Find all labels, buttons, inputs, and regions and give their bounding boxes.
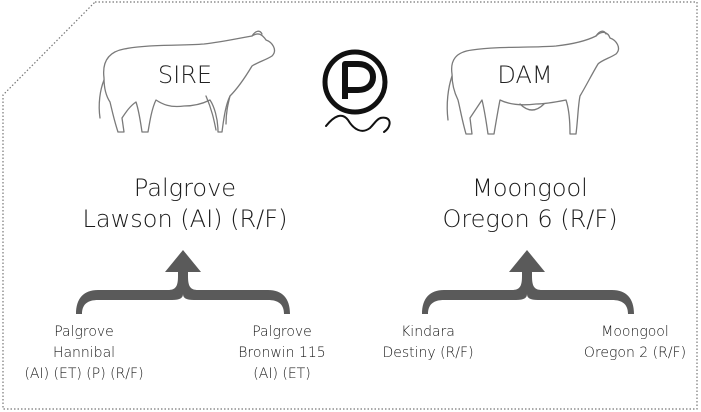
dam-sire-line: Destiny (R/F) [382, 345, 474, 361]
dam-dam-line: Moongool [601, 324, 669, 340]
dam-name-line: Oregon 6 (R/F) [442, 205, 618, 233]
bull-icon [98, 30, 276, 133]
sire-name-line: Palgrove [133, 174, 237, 202]
dam-name-line: Moongool [472, 174, 588, 202]
sire-dam-line: (AI) (ET) [253, 366, 311, 382]
sire-sire-line: (AI) (ET) (P) (R/F) [24, 366, 144, 382]
cow-icon [446, 30, 620, 135]
sire-sire-line: Palgrove [54, 324, 114, 340]
sire-dam: Palgrove Bronwin 115 (AI) (ET) [222, 322, 342, 385]
sire-name: Palgrove Lawson (AI) (R/F) [40, 173, 330, 235]
dam-label: DAM [497, 61, 553, 89]
sire-label: SIRE [157, 61, 213, 89]
sire-name-line: Lawson (AI) (R/F) [82, 205, 288, 233]
sire-sire-line: Hannibal [52, 345, 116, 361]
sire-dam-line: Bronwin 115 [238, 345, 326, 361]
sire-bracket [76, 250, 290, 314]
dam-dam: Moongool Oregon 2 (R/F) [574, 322, 696, 364]
sire-sire: Palgrove Hannibal (AI) (ET) (P) (R/F) [14, 322, 154, 385]
dam-name: Moongool Oregon 6 (R/F) [380, 173, 680, 235]
dam-sire: Kindara Destiny (R/F) [368, 322, 488, 364]
dam-sire-line: Kindara [401, 324, 455, 340]
dam-dam-line: Oregon 2 (R/F) [583, 345, 687, 361]
poll-p-icon [322, 49, 391, 133]
dam-bracket [422, 250, 634, 314]
sire-dam-line: Palgrove [252, 324, 312, 340]
